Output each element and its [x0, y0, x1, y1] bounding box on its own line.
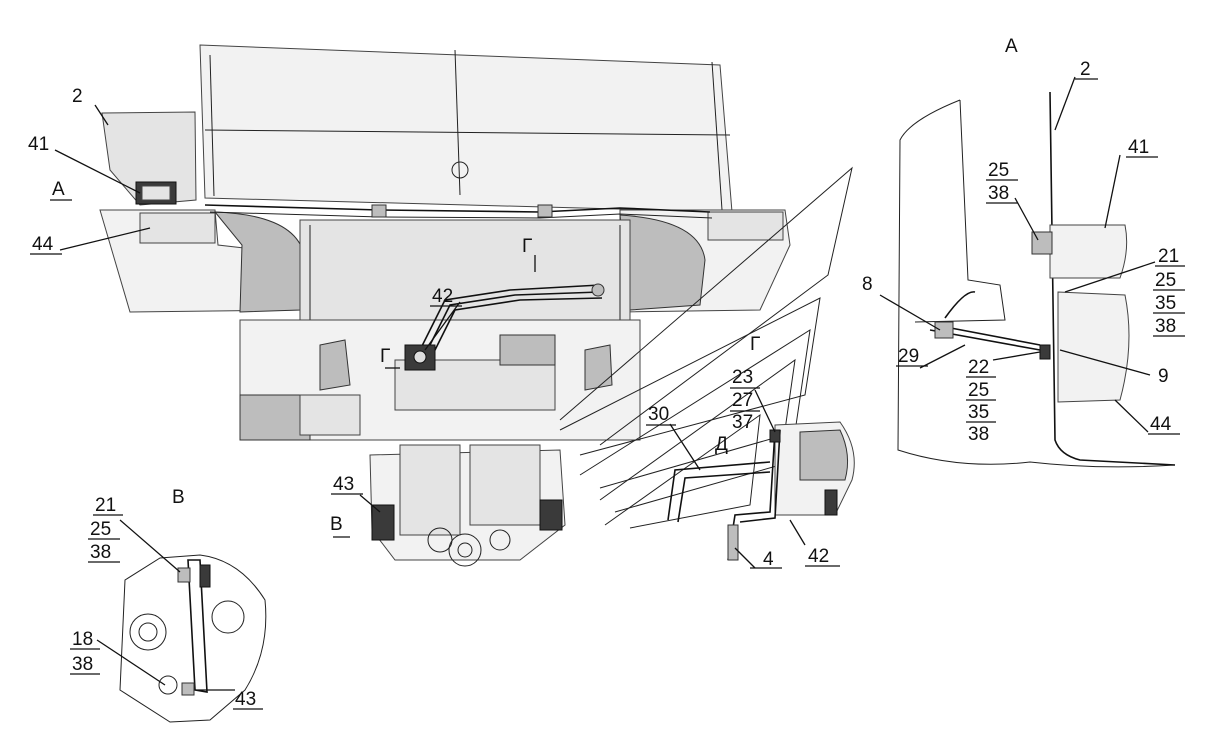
callout-2-main: 2 — [72, 86, 83, 107]
cab-cap — [451, 161, 469, 179]
view-label-A-main: А — [52, 179, 65, 200]
callout-8-A: 8 — [862, 274, 873, 295]
callout-23: 23 — [732, 367, 753, 388]
view-title-A: А — [1005, 36, 1018, 57]
detail-view-V — [119, 554, 267, 723]
view-label-G-main: Г — [522, 236, 532, 257]
callout-21-A: 21 — [1158, 246, 1179, 267]
callout-38-V: 38 — [90, 542, 111, 563]
left-rear-lamp — [139, 212, 216, 244]
callout-30: 30 — [648, 404, 669, 425]
callout-25-V: 25 — [90, 519, 111, 540]
callout-44-A: 44 — [1150, 414, 1172, 435]
callout-41-main: 41 — [28, 134, 49, 155]
view-label-V-main: В — [330, 514, 343, 535]
callout-38b-A: 38 — [1155, 316, 1176, 337]
callout-25-A: 25 — [988, 160, 1009, 181]
callout-38c-A: 38 — [968, 424, 989, 445]
main-view — [99, 44, 853, 567]
callout-9-A: 9 — [1158, 366, 1169, 387]
callout-43-main: 43 — [333, 474, 354, 495]
callout-25c-A: 25 — [968, 380, 989, 401]
callout-18-V: 18 — [72, 629, 93, 650]
callout-44-main: 44 — [32, 234, 54, 255]
view-title-G: Г — [750, 334, 760, 355]
callout-41-A: 41 — [1128, 137, 1149, 158]
cab-body — [199, 44, 733, 213]
callout-35b-A: 35 — [968, 402, 989, 423]
right-rear-lamp — [707, 211, 784, 241]
callout-25b-A: 25 — [1155, 270, 1176, 291]
chassis-center — [299, 219, 631, 321]
view-label-G2-main: Г — [380, 346, 390, 367]
callout-4: 4 — [763, 549, 774, 570]
callout-42-view: 42 — [808, 546, 829, 567]
callout-29-A: 29 — [898, 346, 919, 367]
callout-37: 37 — [732, 412, 753, 433]
rear-lamp-44 — [1057, 291, 1130, 403]
callout-43-V: 43 — [235, 689, 256, 710]
mount-plate-outline — [119, 554, 267, 723]
labels: А Г Г В А Г В Д 2 41 44 42 43 23 27 37 3… — [28, 36, 1185, 710]
detail-view-G — [667, 421, 855, 561]
callout-38b-V: 38 — [72, 654, 93, 675]
callout-2-A: 2 — [1080, 59, 1091, 80]
callout-22-A: 22 — [968, 357, 989, 378]
view-title-V: В — [172, 487, 185, 508]
callout-21-V: 21 — [95, 495, 116, 516]
callout-42-main: 42 — [432, 286, 453, 307]
callout-35-A: 35 — [1155, 293, 1176, 314]
callout-38-A: 38 — [988, 183, 1009, 204]
detail-view-A — [897, 91, 1176, 468]
callout-27: 27 — [732, 390, 753, 411]
body-panel-outline — [897, 99, 1176, 468]
marker-lamp-41 — [1049, 224, 1128, 279]
leader-lines — [54, 76, 1156, 691]
view-label-D: Д — [715, 434, 728, 455]
